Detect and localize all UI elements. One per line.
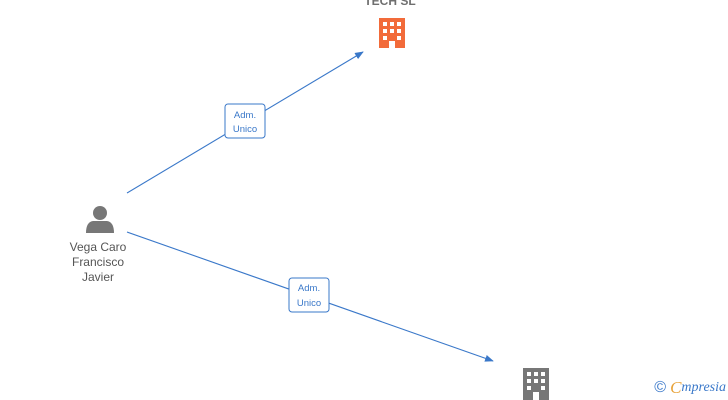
person-name-line-2: Francisco [71,255,124,269]
building-icon-top[interactable] [379,18,405,48]
brand-initial: C [670,378,682,397]
brand-name: mpresia [681,380,726,395]
copyright-icon: © [654,379,667,396]
edge-label-top-line2: Unico [233,124,257,135]
person-name-line-1: Vega Caro [69,240,127,254]
edge-label-bottom[interactable]: Adm. Unico [288,277,330,313]
edge-label-top-line1: Adm. [234,110,256,121]
edge-label-top[interactable]: Adm. Unico [224,103,266,139]
person-name-label[interactable]: Vega Caro Francisco Javier [58,240,138,285]
edge-label-bottom-line2: Unico [297,298,321,309]
person-icon[interactable] [86,206,114,233]
edge-label-bottom-line1: Adm. [298,283,320,294]
building-icon-bottom[interactable] [523,368,549,400]
empresia-watermark: © C mpresia [654,378,726,398]
company-top-label[interactable]: TECH SL [364,0,416,8]
person-name-line-3: Javier [81,270,114,284]
